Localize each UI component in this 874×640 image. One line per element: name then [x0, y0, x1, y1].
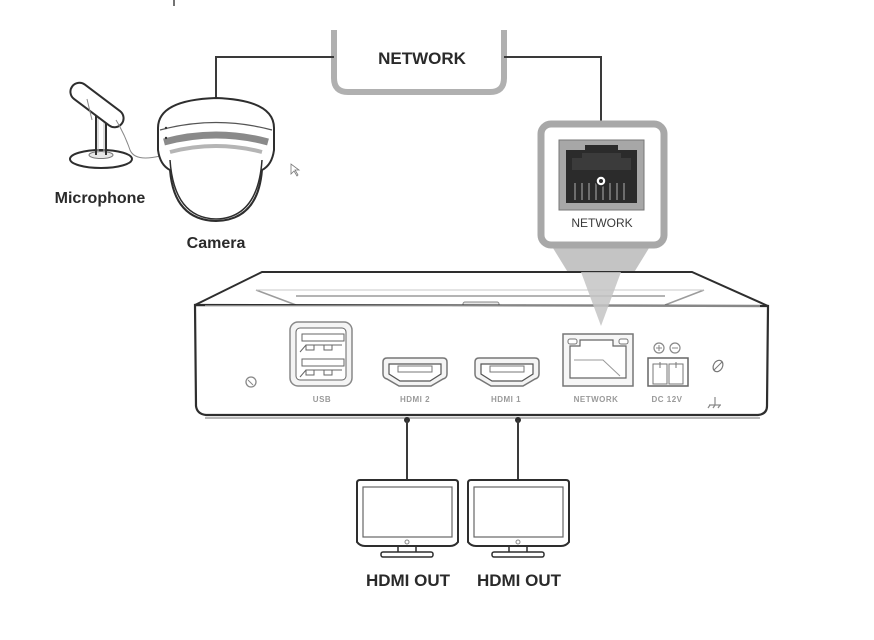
microphone-icon: [69, 81, 161, 169]
reset-button-icon[interactable]: [245, 376, 257, 388]
dc12v-power-port[interactable]: [647, 342, 689, 387]
callout-network-label: NETWORK: [571, 216, 632, 230]
network-box: NETWORK: [331, 30, 507, 95]
hdmi2-port[interactable]: [382, 357, 448, 387]
camera-icon: [157, 96, 275, 223]
hdmi2-port-label: HDMI 2: [400, 395, 430, 404]
camera-label: Camera: [187, 235, 246, 252]
ground-symbol-icon: [707, 397, 721, 409]
device-top: [194, 271, 769, 307]
monitor-1-icon: [356, 479, 459, 558]
monitor-1-label: HDMI OUT: [366, 571, 451, 590]
network-box-frame: [331, 30, 507, 95]
monitor-2-icon: [467, 479, 570, 558]
wire-hdmi1-to-monitor: [515, 417, 521, 480]
network-port[interactable]: [562, 333, 634, 387]
mouse-cursor-icon: [290, 163, 301, 177]
wire-camera-to-network: [215, 56, 334, 100]
wire-hdmi2-to-monitor: [404, 417, 410, 480]
ground-screw-icon: [712, 359, 724, 373]
microphone-label: Microphone: [55, 190, 146, 207]
rj45-port-icon: [558, 139, 645, 211]
network-port-label: NETWORK: [574, 395, 619, 404]
network-box-label: NETWORK: [378, 49, 467, 68]
hdmi1-port-label: HDMI 1: [491, 395, 521, 404]
usb-port[interactable]: [289, 321, 353, 387]
recorder-device: USB HDMI 2 HDMI 1 NETWORK: [193, 271, 770, 419]
usb-port-label: USB: [313, 395, 331, 404]
hdmi1-port[interactable]: [474, 357, 540, 387]
monitor-2-label: HDMI OUT: [477, 571, 562, 590]
dc12v-port-label: DC 12V: [651, 395, 682, 404]
